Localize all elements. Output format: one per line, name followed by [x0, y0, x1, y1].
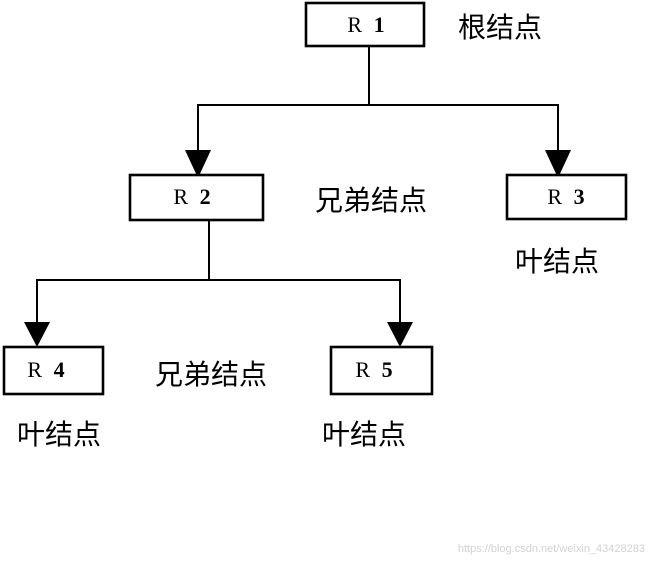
node-r4-number: 4	[54, 357, 65, 382]
watermark: https://blog.csdn.net/weixin_43428283	[458, 543, 645, 555]
arrowhead-to-r5	[387, 322, 413, 347]
node-r1-box	[304, 1, 426, 48]
leaf-node-note-r4: 叶结点	[17, 418, 101, 451]
node-r2-number: 2	[200, 184, 211, 209]
node-r4-letter: R	[27, 357, 42, 382]
arrowhead-to-r3	[545, 150, 571, 178]
node-r2-letter: R	[173, 184, 188, 209]
node-r3-number: 3	[574, 184, 585, 209]
arrowhead-to-r4	[24, 322, 50, 347]
edges-level-1	[185, 46, 571, 178]
arrowhead-to-r2	[185, 150, 211, 178]
node-r2-box	[128, 173, 265, 222]
node-r1-letter: R	[347, 12, 362, 37]
node-r3-label: R 3	[547, 184, 584, 209]
node-r5-letter: R	[355, 357, 370, 382]
node-r5-number: 5	[382, 357, 393, 382]
node-r5: R 5	[329, 345, 434, 396]
node-r4: R 4	[2, 345, 105, 396]
sibling-node-note-lower: 兄弟结点	[155, 358, 267, 391]
node-r2: R 2	[128, 173, 265, 222]
node-r1: R 1	[304, 1, 426, 48]
leaf-node-note-r3: 叶结点	[515, 245, 599, 278]
node-r4-label: R 4	[27, 357, 64, 382]
edges-level-2	[24, 220, 413, 347]
node-r3-box	[505, 173, 628, 221]
node-r3-letter: R	[547, 184, 562, 209]
root-node-note: 根结点	[458, 11, 542, 44]
leaf-node-note-r5: 叶结点	[322, 418, 406, 451]
sibling-node-note-upper: 兄弟结点	[315, 184, 427, 217]
node-r5-box	[329, 345, 434, 396]
node-r2-label: R 2	[173, 184, 210, 209]
node-r5-label: R 5	[355, 357, 392, 382]
node-r1-label: R 1	[347, 12, 384, 37]
node-r1-number: 1	[374, 12, 385, 37]
node-r3: R 3	[505, 173, 628, 221]
node-r4-box	[2, 345, 105, 396]
